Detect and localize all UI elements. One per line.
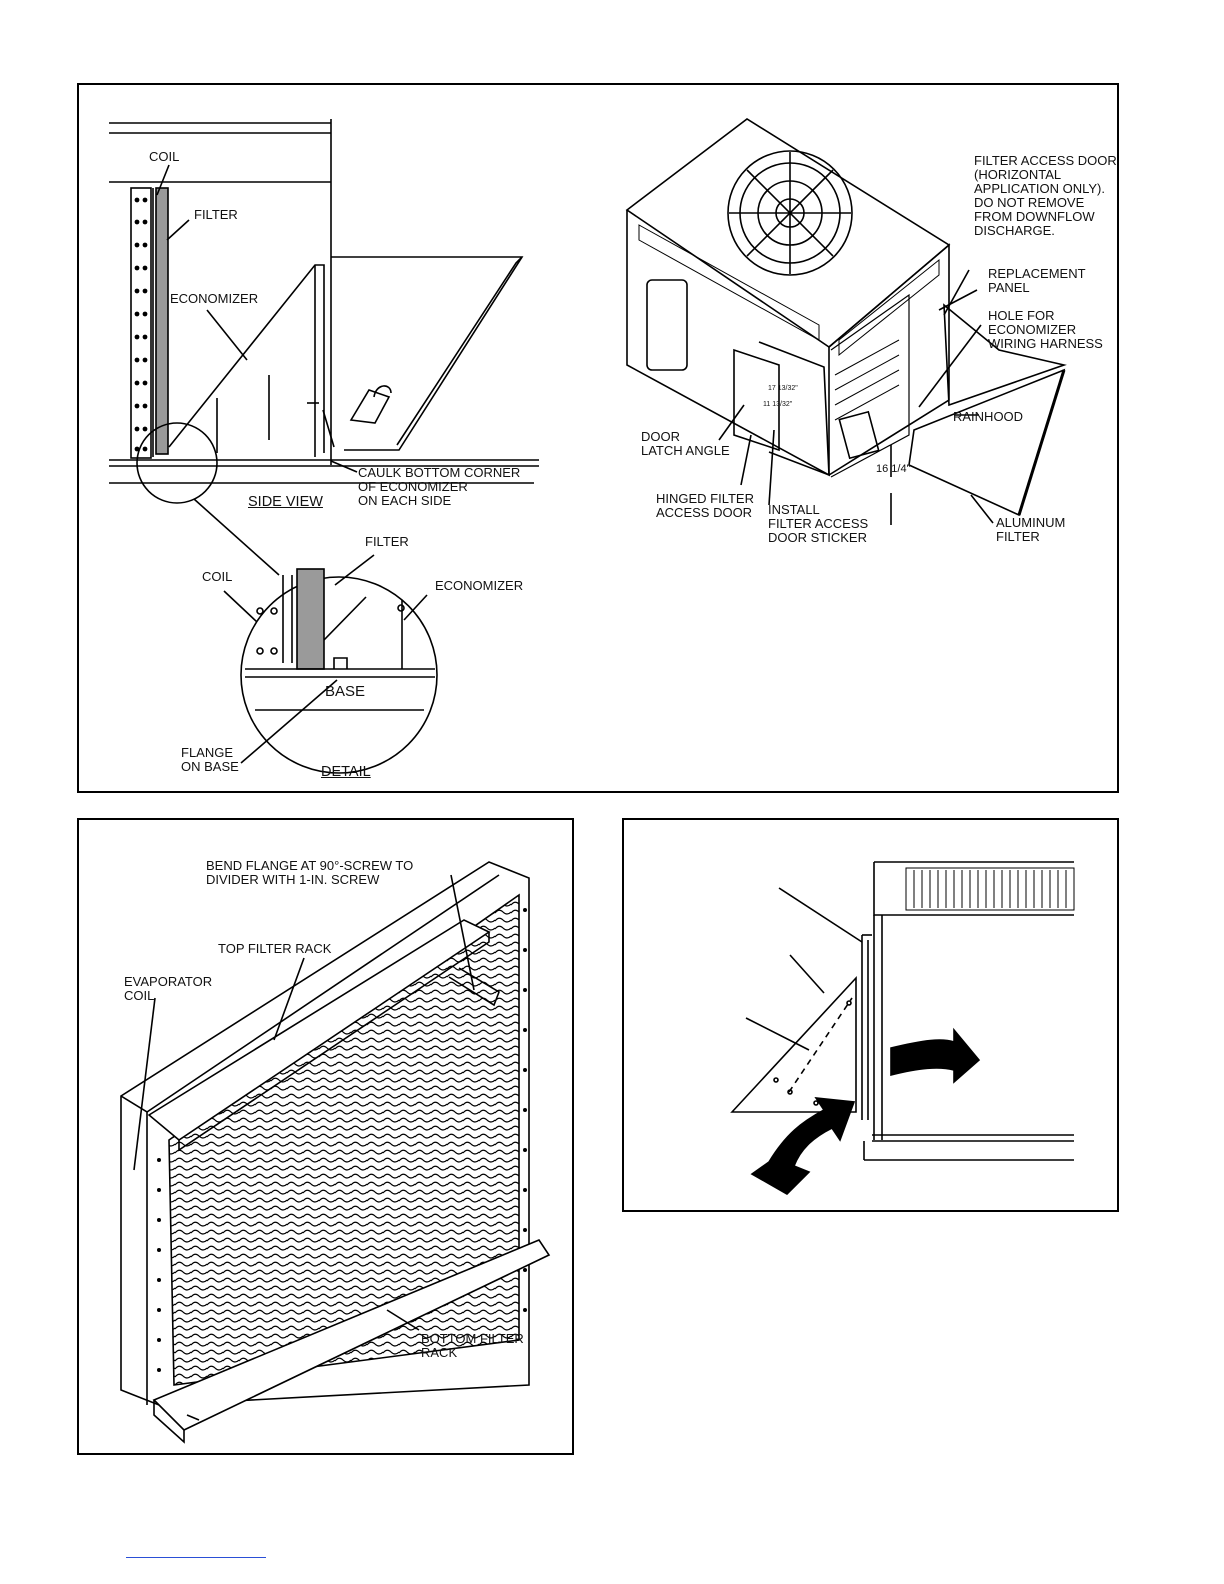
- detail-coil-label: COIL: [202, 569, 233, 584]
- aluminum-filter-label: ALUMINUM FILTER: [996, 515, 1066, 544]
- airflow-drawing: [730, 861, 1075, 1195]
- detail-title: DETAIL: [321, 764, 371, 780]
- rainhood-label: RAINHOOD: [953, 409, 1024, 424]
- top-rack-label: TOP FILTER RACK: [218, 941, 332, 956]
- rooftop-unit-drawing: [625, 118, 1067, 525]
- dim-height-label: 16 1/4": [876, 463, 911, 475]
- filter-access-door-label: FILTER ACCESS DOOR (HORIZONTAL APPLICATI…: [974, 153, 1117, 238]
- footer-link-rule: [126, 1557, 266, 1558]
- economizer-filter-figure: COIL FILTER ECONOMIZER CAULK BOTTOM CORN…: [77, 83, 1119, 793]
- side-view-title: SIDE VIEW: [248, 494, 323, 510]
- flange-label: FLANGE ON BASE: [181, 745, 239, 774]
- harness-hole-label: HOLE FOR ECONOMIZER WIRING HARNESS: [988, 308, 1103, 351]
- door-latch-label: DOOR LATCH ANGLE: [641, 429, 730, 458]
- dim-b-label: 11 13/32": [763, 401, 793, 408]
- detail-economizer-label: ECONOMIZER: [435, 578, 524, 593]
- economizer-filter-drawing: [109, 118, 1067, 774]
- dim-a-label: 17 13/32": [768, 385, 798, 392]
- detail-filter-label: FILTER: [365, 534, 409, 549]
- airflow-figure: [622, 818, 1119, 1212]
- filter-rack-figure: BEND FLANGE AT 90°-SCREW TO DIVIDER WITH…: [77, 818, 574, 1455]
- caulk-label: CAULK BOTTOM CORNER OF ECONOMIZER ON EAC…: [358, 465, 521, 508]
- install-sticker-label: INSTALL FILTER ACCESS DOOR STICKER: [768, 502, 869, 545]
- coil-label: COIL: [149, 149, 180, 164]
- economizer-label: ECONOMIZER: [170, 291, 259, 306]
- bend-flange-label: BEND FLANGE AT 90°-SCREW TO DIVIDER WITH…: [206, 858, 414, 887]
- replacement-panel-label: REPLACEMENT PANEL: [988, 266, 1086, 295]
- side-view-drawing: [109, 119, 539, 774]
- evap-coil-label: EVAPORATOR COIL: [124, 974, 213, 1003]
- hinged-door-label: HINGED FILTER ACCESS DOOR: [656, 491, 754, 520]
- filter-label: FILTER: [194, 207, 238, 222]
- bottom-rack-label: BOTTOM FILTER RACK: [421, 1331, 524, 1360]
- base-label: BASE: [325, 683, 366, 700]
- filter-rack-drawing: [120, 861, 551, 1444]
